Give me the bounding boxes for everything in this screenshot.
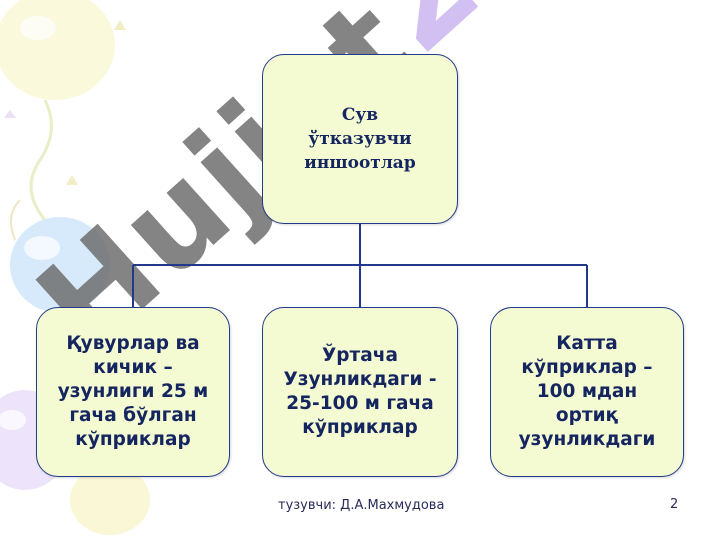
page-number: 2 <box>670 497 679 512</box>
root-node-label: Сув ўтказувчи иншоотлар <box>304 105 416 173</box>
child-node-label: Қувурлар ва кичик – узунлиги 25 м гача б… <box>57 333 209 450</box>
child-node-medium-bridges: Ўртача Узунликдаги - 25-100 м гача кўпри… <box>262 307 458 477</box>
root-node: Сув ўтказувчи иншоотлар <box>262 54 458 224</box>
child-node-label: Ўртача Узунликдаги - 25-100 м гача кўпри… <box>283 345 437 438</box>
child-node-pipes-small-bridges: Қувурлар ва кичик – узунлиги 25 м гача б… <box>36 307 230 477</box>
balloon-yellow-bottom <box>70 465 150 535</box>
footer-author: тузувчи: Д.А.Махмудова <box>278 498 445 513</box>
child-node-large-bridges: Катта кўприклар – 100 мдан ортиқ узунлик… <box>490 307 684 477</box>
child-node-label: Катта кўприклар – 100 мдан ортиқ узунлик… <box>518 333 656 450</box>
